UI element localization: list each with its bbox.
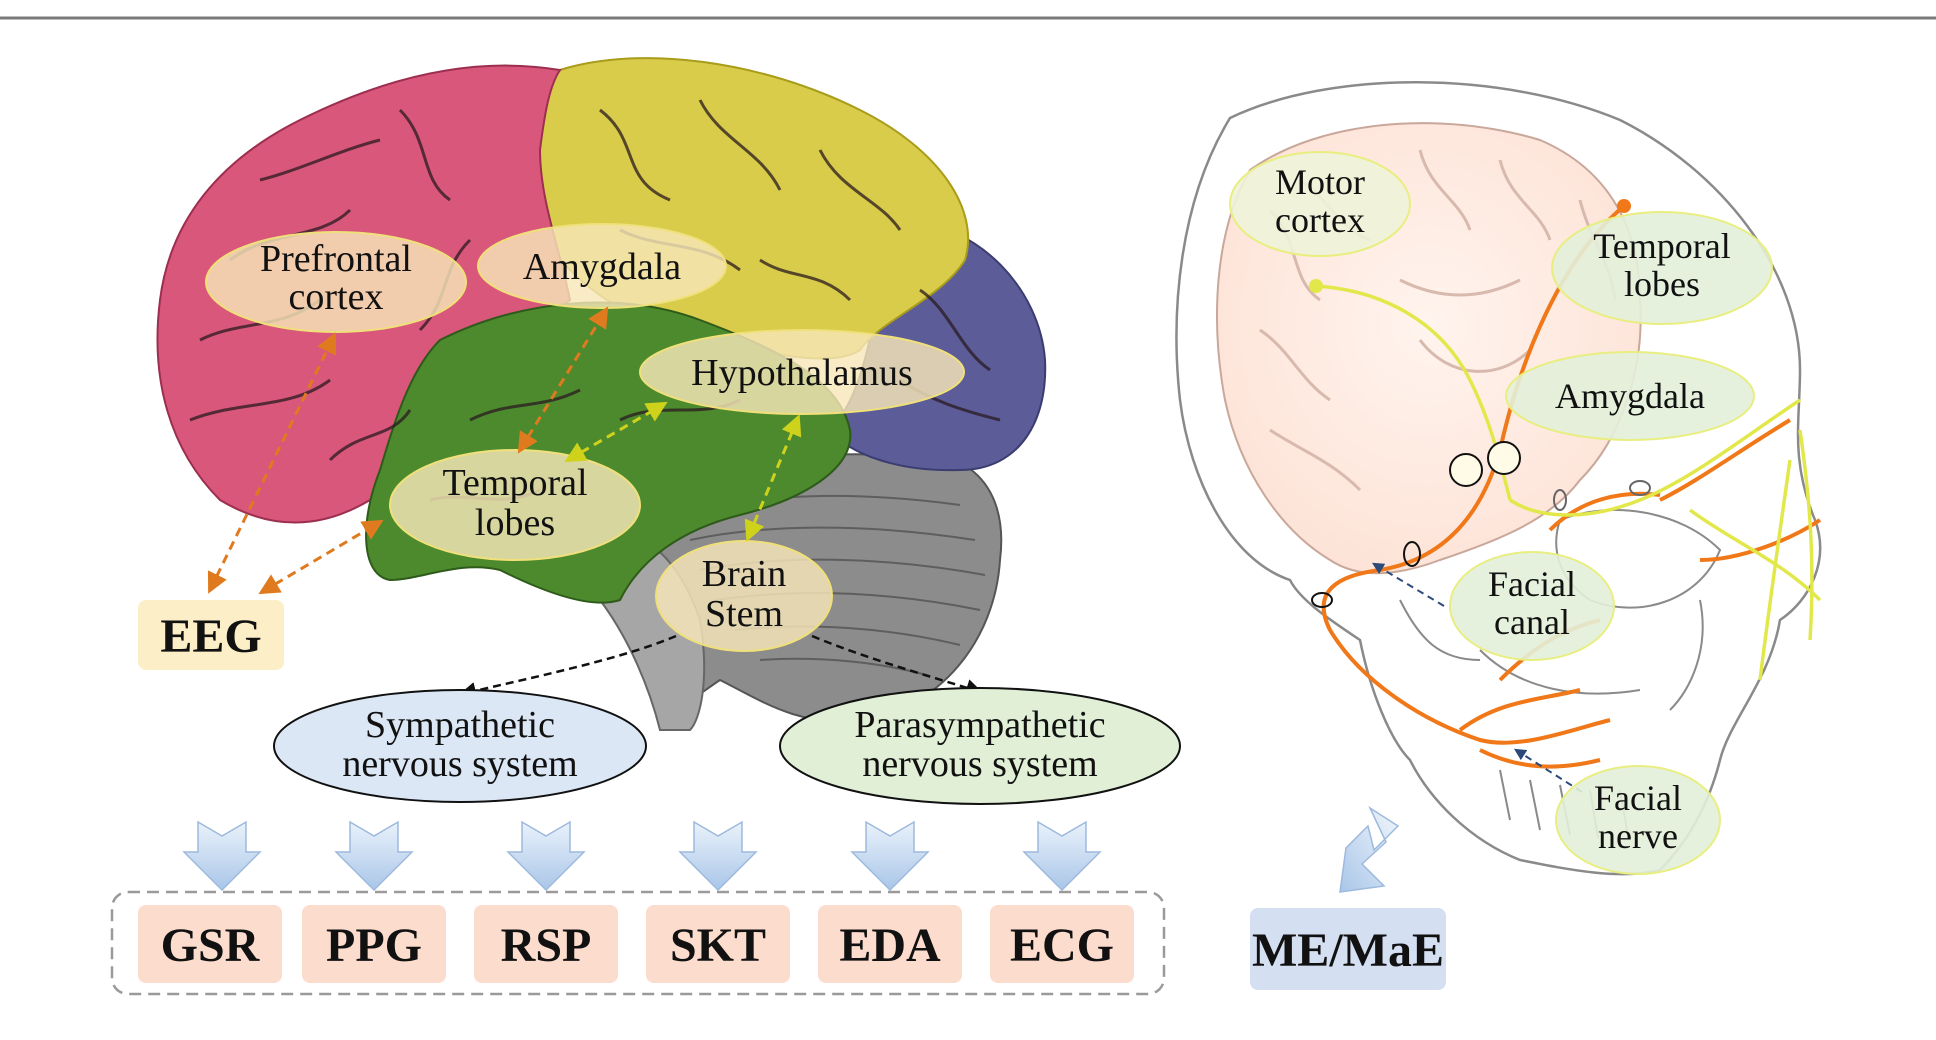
down-arrow-gsr	[182, 820, 262, 892]
nerve-ganglia	[1311, 441, 1651, 608]
motor-nerve-origin	[1309, 279, 1323, 293]
yellow-connections	[564, 401, 802, 542]
down-arrow-eda	[850, 820, 930, 892]
signal-rsp-text: RSP	[501, 919, 592, 972]
facial-canal-line-1: Facial	[1488, 564, 1576, 604]
sympathetic-line-2: nervous system	[342, 743, 577, 785]
head-pointer-arrows	[1371, 562, 1583, 793]
eeg-box: EEG	[138, 600, 284, 670]
facial-nerve-line-1: Facial	[1594, 778, 1682, 818]
arrow-facial-canal	[1371, 562, 1445, 607]
temporal-line-1: Temporal	[442, 462, 587, 504]
arrow-hypothalamus-brainstem	[744, 414, 802, 542]
hypothalamus-label: Hypothalamus	[639, 329, 965, 415]
arrow-temporal-amygdala	[517, 306, 609, 454]
brainstem-line-1: Brain	[702, 553, 786, 595]
signal-ppg-text: PPG	[326, 919, 422, 972]
hypothalamus-text: Hypothalamus	[691, 352, 913, 394]
down-arrow-skt	[678, 820, 758, 892]
brainstem-line-2: Stem	[705, 593, 783, 635]
signal-ecg: ECG	[990, 905, 1134, 983]
parasympathetic-line-1: Parasympathetic	[854, 704, 1105, 746]
arrow-eeg-prefrontal	[207, 332, 337, 594]
signal-ppg: PPG	[302, 905, 446, 983]
down-arrow-ecg	[1022, 820, 1102, 892]
amygdala-text: Amygdala	[523, 246, 681, 288]
me-mae-box: ME/MaE	[1250, 908, 1446, 990]
signal-eda-text: EDA	[839, 919, 941, 972]
head-amygdala-text: Amygdala	[1555, 376, 1705, 416]
signal-down-arrows	[182, 820, 1102, 892]
signal-boxes: GSR PPG RSP SKT EDA ECG	[138, 905, 1134, 983]
motor-cortex-label: Motor cortex	[1229, 151, 1411, 257]
sympathetic-ellipse: Sympathetic nervous system	[273, 689, 647, 803]
temporal-nerve-origin	[1617, 199, 1631, 213]
signal-ecg-text: ECG	[1010, 919, 1114, 972]
arrow-facial-nerve	[1513, 748, 1583, 793]
brainstem-arrows	[458, 634, 984, 700]
arrow-to-sympathetic	[458, 634, 677, 700]
temporal-label: Temporal lobes	[389, 449, 641, 561]
skull-face-details	[1399, 509, 1722, 839]
signal-gsr-text: GSR	[161, 919, 261, 972]
down-arrow-rsp	[506, 820, 586, 892]
parasympathetic-line-2: nervous system	[862, 743, 1097, 785]
facial-nerve-line-2: nerve	[1598, 816, 1678, 856]
facial-nerve-label: Facial nerve	[1555, 765, 1721, 875]
eeg-text: EEG	[160, 610, 261, 663]
signal-skt-text: SKT	[670, 919, 766, 972]
facial-canal-line-2: canal	[1494, 602, 1570, 642]
arrow-to-parasympathetic	[811, 634, 984, 697]
facial-canal-label: Facial canal	[1449, 551, 1615, 661]
motor-line-1: Motor	[1275, 162, 1365, 202]
amygdala-label: Amygdala	[477, 223, 727, 309]
signal-rsp: RSP	[474, 905, 618, 983]
down-arrow-ppg	[334, 820, 414, 892]
signal-eda: EDA	[818, 905, 962, 983]
me-diagonal-arrow	[1339, 805, 1400, 893]
arrow-eeg-temporal	[258, 519, 384, 595]
parasympathetic-ellipse: Parasympathetic nervous system	[779, 687, 1181, 805]
arrow-temporal-hypothalamus	[564, 401, 668, 463]
signal-skt: SKT	[646, 905, 790, 983]
temporal-line-2: lobes	[475, 502, 555, 544]
head-temporal-line-1: Temporal	[1593, 226, 1730, 266]
prefrontal-label: Prefrontal cortex	[205, 231, 467, 333]
orange-connections	[207, 306, 609, 595]
prefrontal-line-2: cortex	[289, 276, 384, 318]
me-mae-text: ME/MaE	[1252, 924, 1444, 977]
head-amygdala-label: Amygdala	[1505, 351, 1755, 441]
signal-gsr: GSR	[138, 905, 282, 983]
prefrontal-line-1: Prefrontal	[260, 238, 412, 280]
brainstem-label: Brain Stem	[655, 540, 833, 652]
head-temporal-line-2: lobes	[1624, 264, 1700, 304]
motor-line-2: cortex	[1275, 200, 1365, 240]
sympathetic-line-1: Sympathetic	[365, 704, 555, 746]
head-temporal-label: Temporal lobes	[1551, 211, 1773, 325]
